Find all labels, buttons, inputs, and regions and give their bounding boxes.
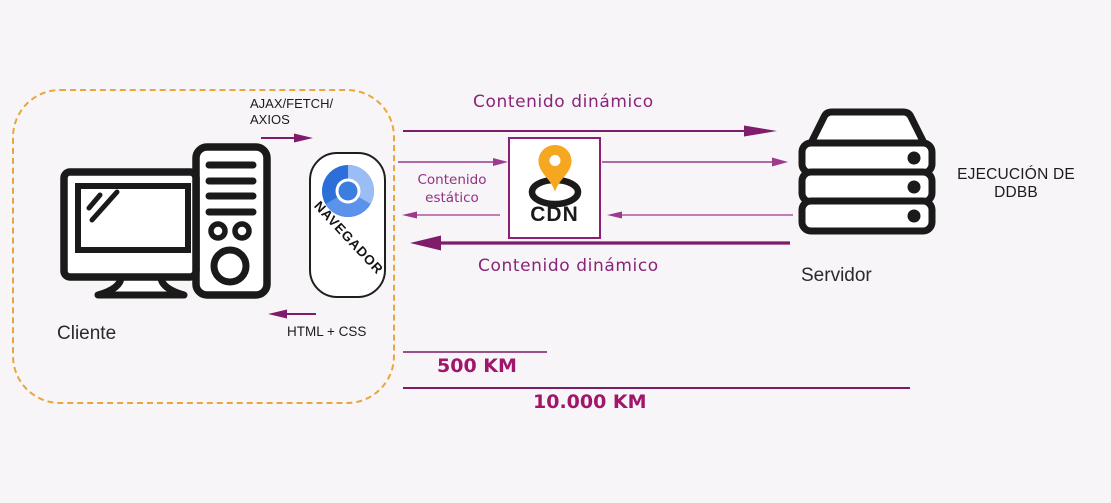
rack-led-3 — [907, 209, 921, 223]
rack-led-2 — [907, 180, 921, 194]
distance-label-10000km: 10.000 KM — [533, 391, 647, 413]
client-label: Cliente — [57, 323, 117, 344]
desktop-computer-icon — [60, 143, 271, 299]
static-content-line2: estático — [425, 190, 479, 206]
static-content-line1: Contenido — [417, 172, 487, 188]
ddbb-note-line2: DDBB — [994, 184, 1038, 201]
cdn-to-browser-arrow — [402, 211, 500, 219]
location-pin-icon — [528, 145, 582, 207]
cdn-to-server-arrow — [602, 157, 788, 167]
computer-tower — [192, 143, 271, 299]
top-dynamic-content-label: Contenido dinámico — [473, 92, 654, 112]
static-content-label: Contenido estático — [404, 171, 500, 207]
ddbb-note-line1: EJECUCIÓN DE — [957, 166, 1075, 183]
server-label: Servidor — [801, 265, 872, 286]
html-css-label: HTML + CSS — [287, 324, 367, 339]
browser-to-cdn-arrow — [398, 158, 508, 166]
monitor-screen — [75, 183, 191, 253]
bottom-dynamic-content-label: Contenido dinámico — [478, 256, 659, 276]
client-boundary-box — [12, 89, 395, 404]
tower-port-right — [232, 221, 252, 241]
server-rack-3 — [798, 197, 936, 235]
ajax-request-label: AJAX/FETCH/ AXIOS — [250, 96, 333, 128]
ajax-request-line1: AJAX/FETCH/ — [250, 96, 334, 111]
distance-label-500km: 500 KM — [437, 355, 517, 377]
ajax-request-line2: AXIOS — [250, 112, 290, 127]
screen-reflection — [86, 189, 120, 223]
cdn-label: CDN — [530, 203, 579, 226]
chromium-browser-icon — [322, 165, 374, 217]
ddbb-note: EJECUCIÓN DE DDBB — [946, 166, 1086, 202]
rack-led-1 — [907, 151, 921, 165]
server-lid — [806, 108, 929, 147]
flow-top-dynamic-arrow — [403, 125, 777, 137]
cdn-box: CDN — [508, 137, 601, 239]
tower-port-left — [208, 221, 228, 241]
server-stack-icon — [798, 108, 936, 235]
server-to-cdn-arrow — [607, 211, 793, 219]
tower-vents — [205, 161, 257, 216]
tower-power-button — [210, 246, 250, 286]
